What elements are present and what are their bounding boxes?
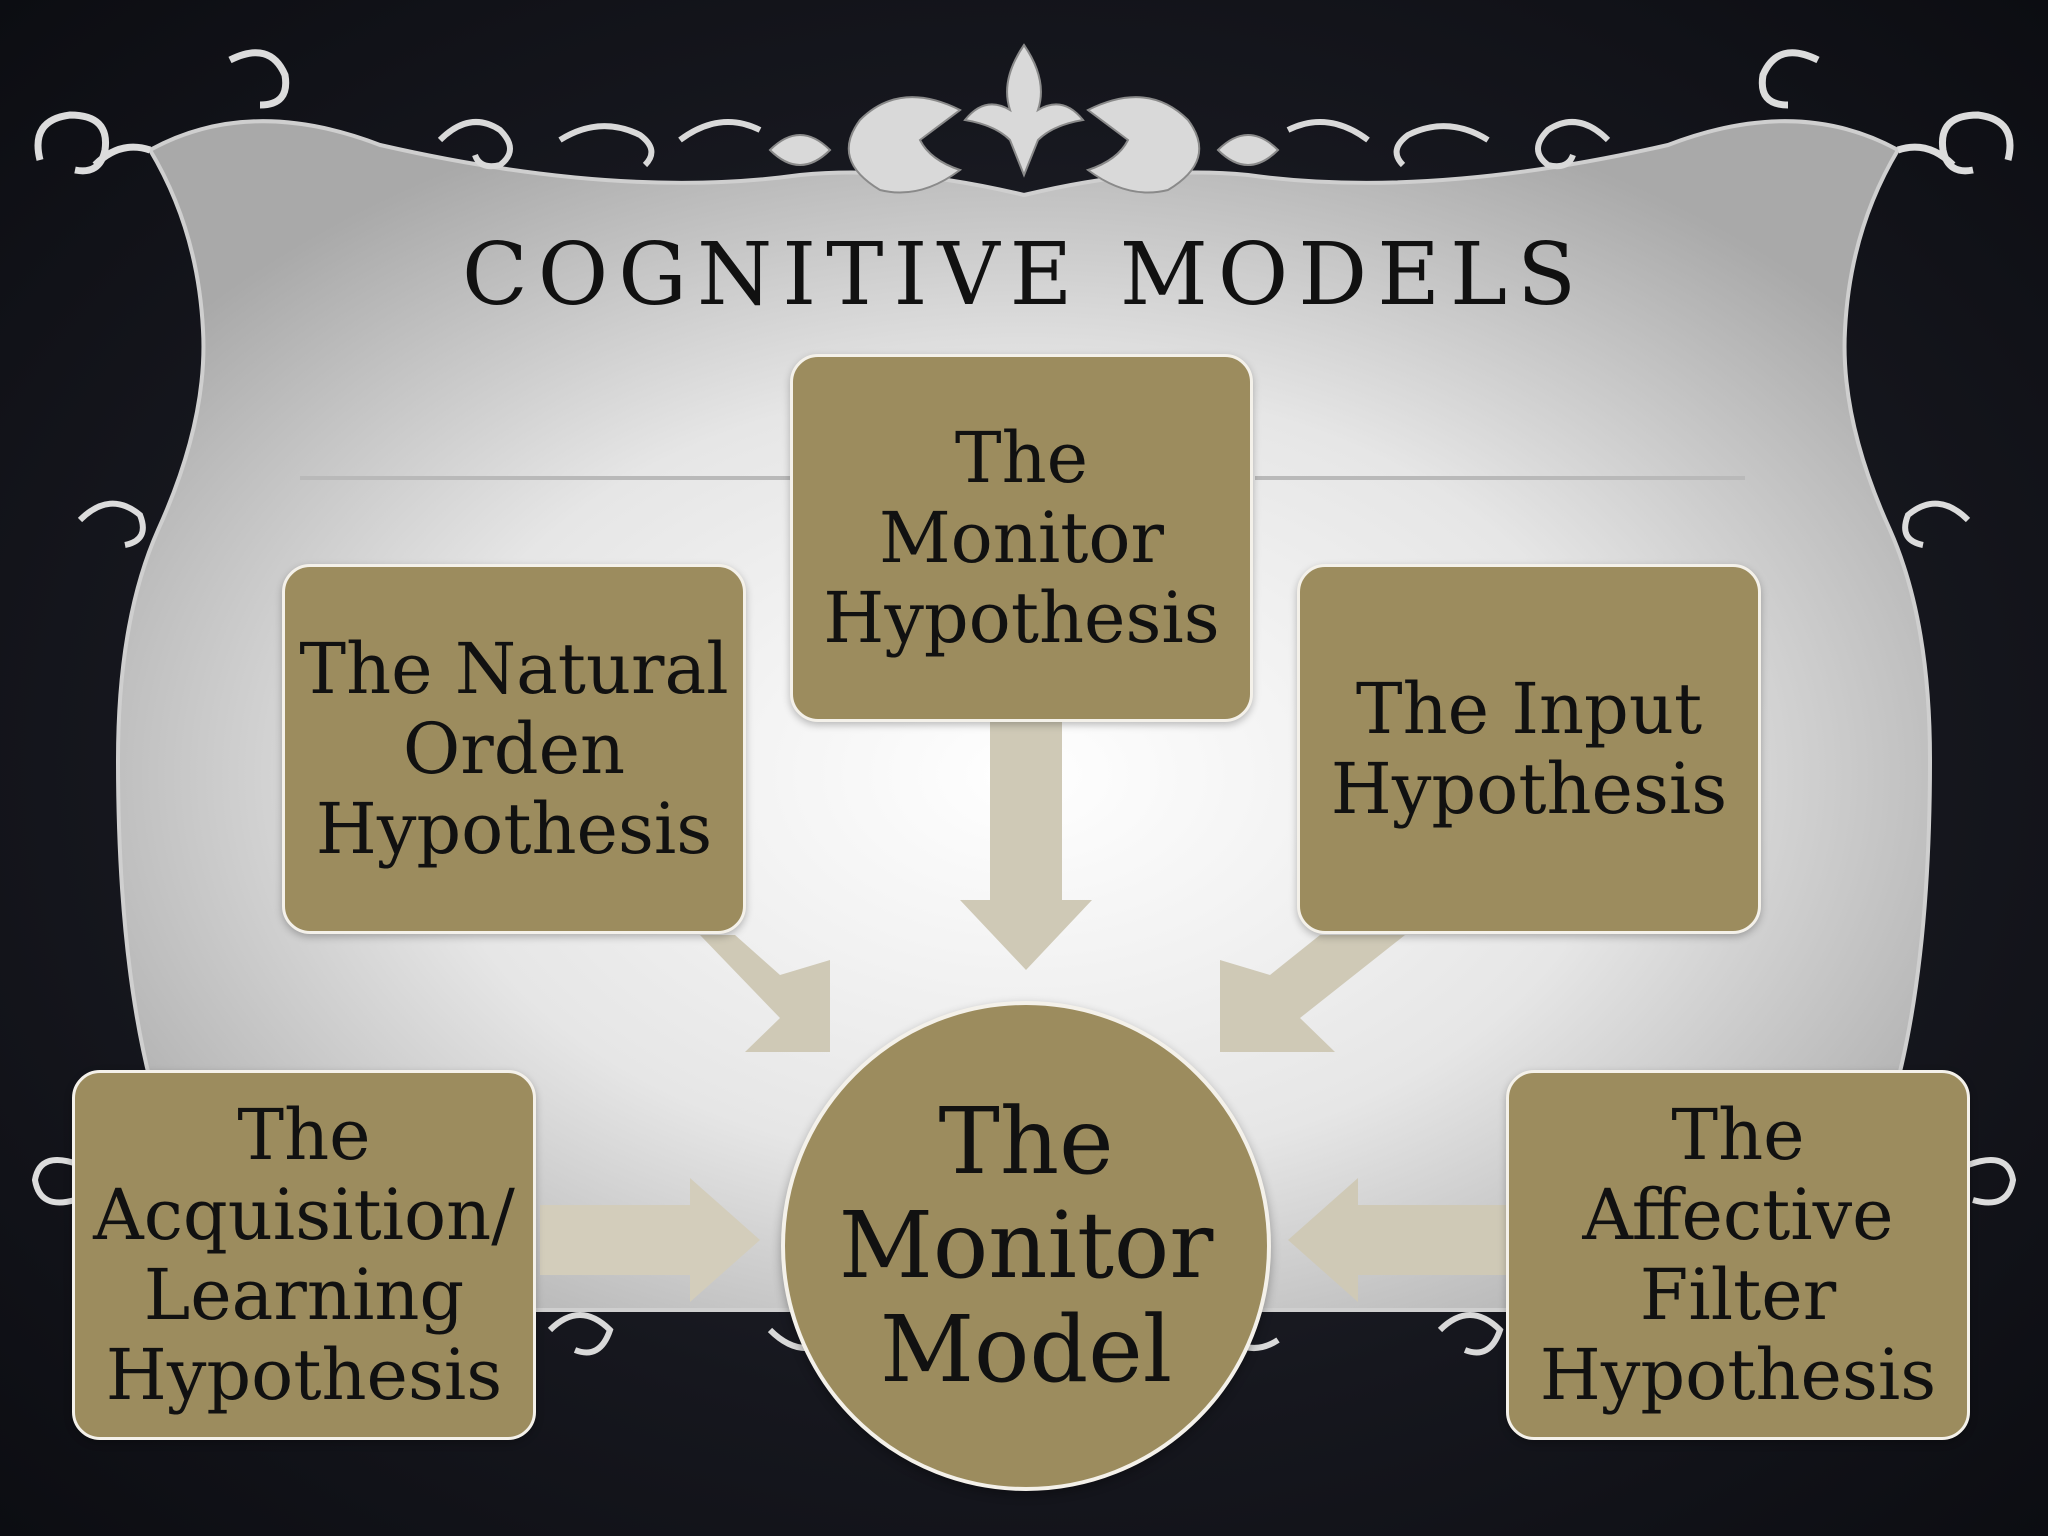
ornament-corner-top-right-icon — [1758, 49, 2014, 175]
node-monitor-hypothesis: The Monitor Hypothesis — [790, 354, 1253, 722]
ornament-top-center-icon — [768, 43, 1280, 194]
node-acquisition-learning-hypothesis-label: The Acquisition/ Learning Hypothesis — [93, 1094, 515, 1416]
node-acquisition-learning-hypothesis: The Acquisition/ Learning Hypothesis — [72, 1070, 536, 1440]
arrow-from-monitor-hypothesis — [960, 722, 1092, 970]
ornament-top-left-icon — [437, 119, 762, 170]
node-input-hypothesis-label: The Input Hypothesis — [1330, 668, 1728, 830]
node-natural-order-hypothesis-label: The Natural Orden Hypothesis — [299, 628, 729, 870]
node-affective-filter-hypothesis: The Affective Filter Hypothesis — [1506, 1070, 1970, 1440]
center-node-monitor-model: The Monitor Model — [781, 1001, 1271, 1491]
ornament-corner-top-left-icon — [34, 49, 290, 175]
arrow-from-natural-order-hypothesis — [650, 935, 830, 1052]
arrow-from-affective-filter-hypothesis — [1288, 1178, 1508, 1302]
ornament-side-left-icon — [31, 500, 146, 1206]
node-monitor-hypothesis-label: The Monitor Hypothesis — [823, 417, 1220, 659]
slide-title: COGNITIVE MODELS — [461, 225, 1587, 325]
arrow-from-input-hypothesis — [1220, 935, 1405, 1052]
ornament-side-right-icon — [1902, 500, 2017, 1206]
arrow-from-acquisition-learning-hypothesis — [540, 1178, 760, 1302]
center-node-label: The Monitor Model — [838, 1088, 1214, 1403]
ornament-top-right-icon — [1286, 119, 1611, 170]
node-natural-order-hypothesis: The Natural Orden Hypothesis — [282, 564, 746, 934]
node-affective-filter-hypothesis-label: The Affective Filter Hypothesis — [1539, 1094, 1937, 1416]
node-input-hypothesis: The Input Hypothesis — [1297, 564, 1761, 934]
